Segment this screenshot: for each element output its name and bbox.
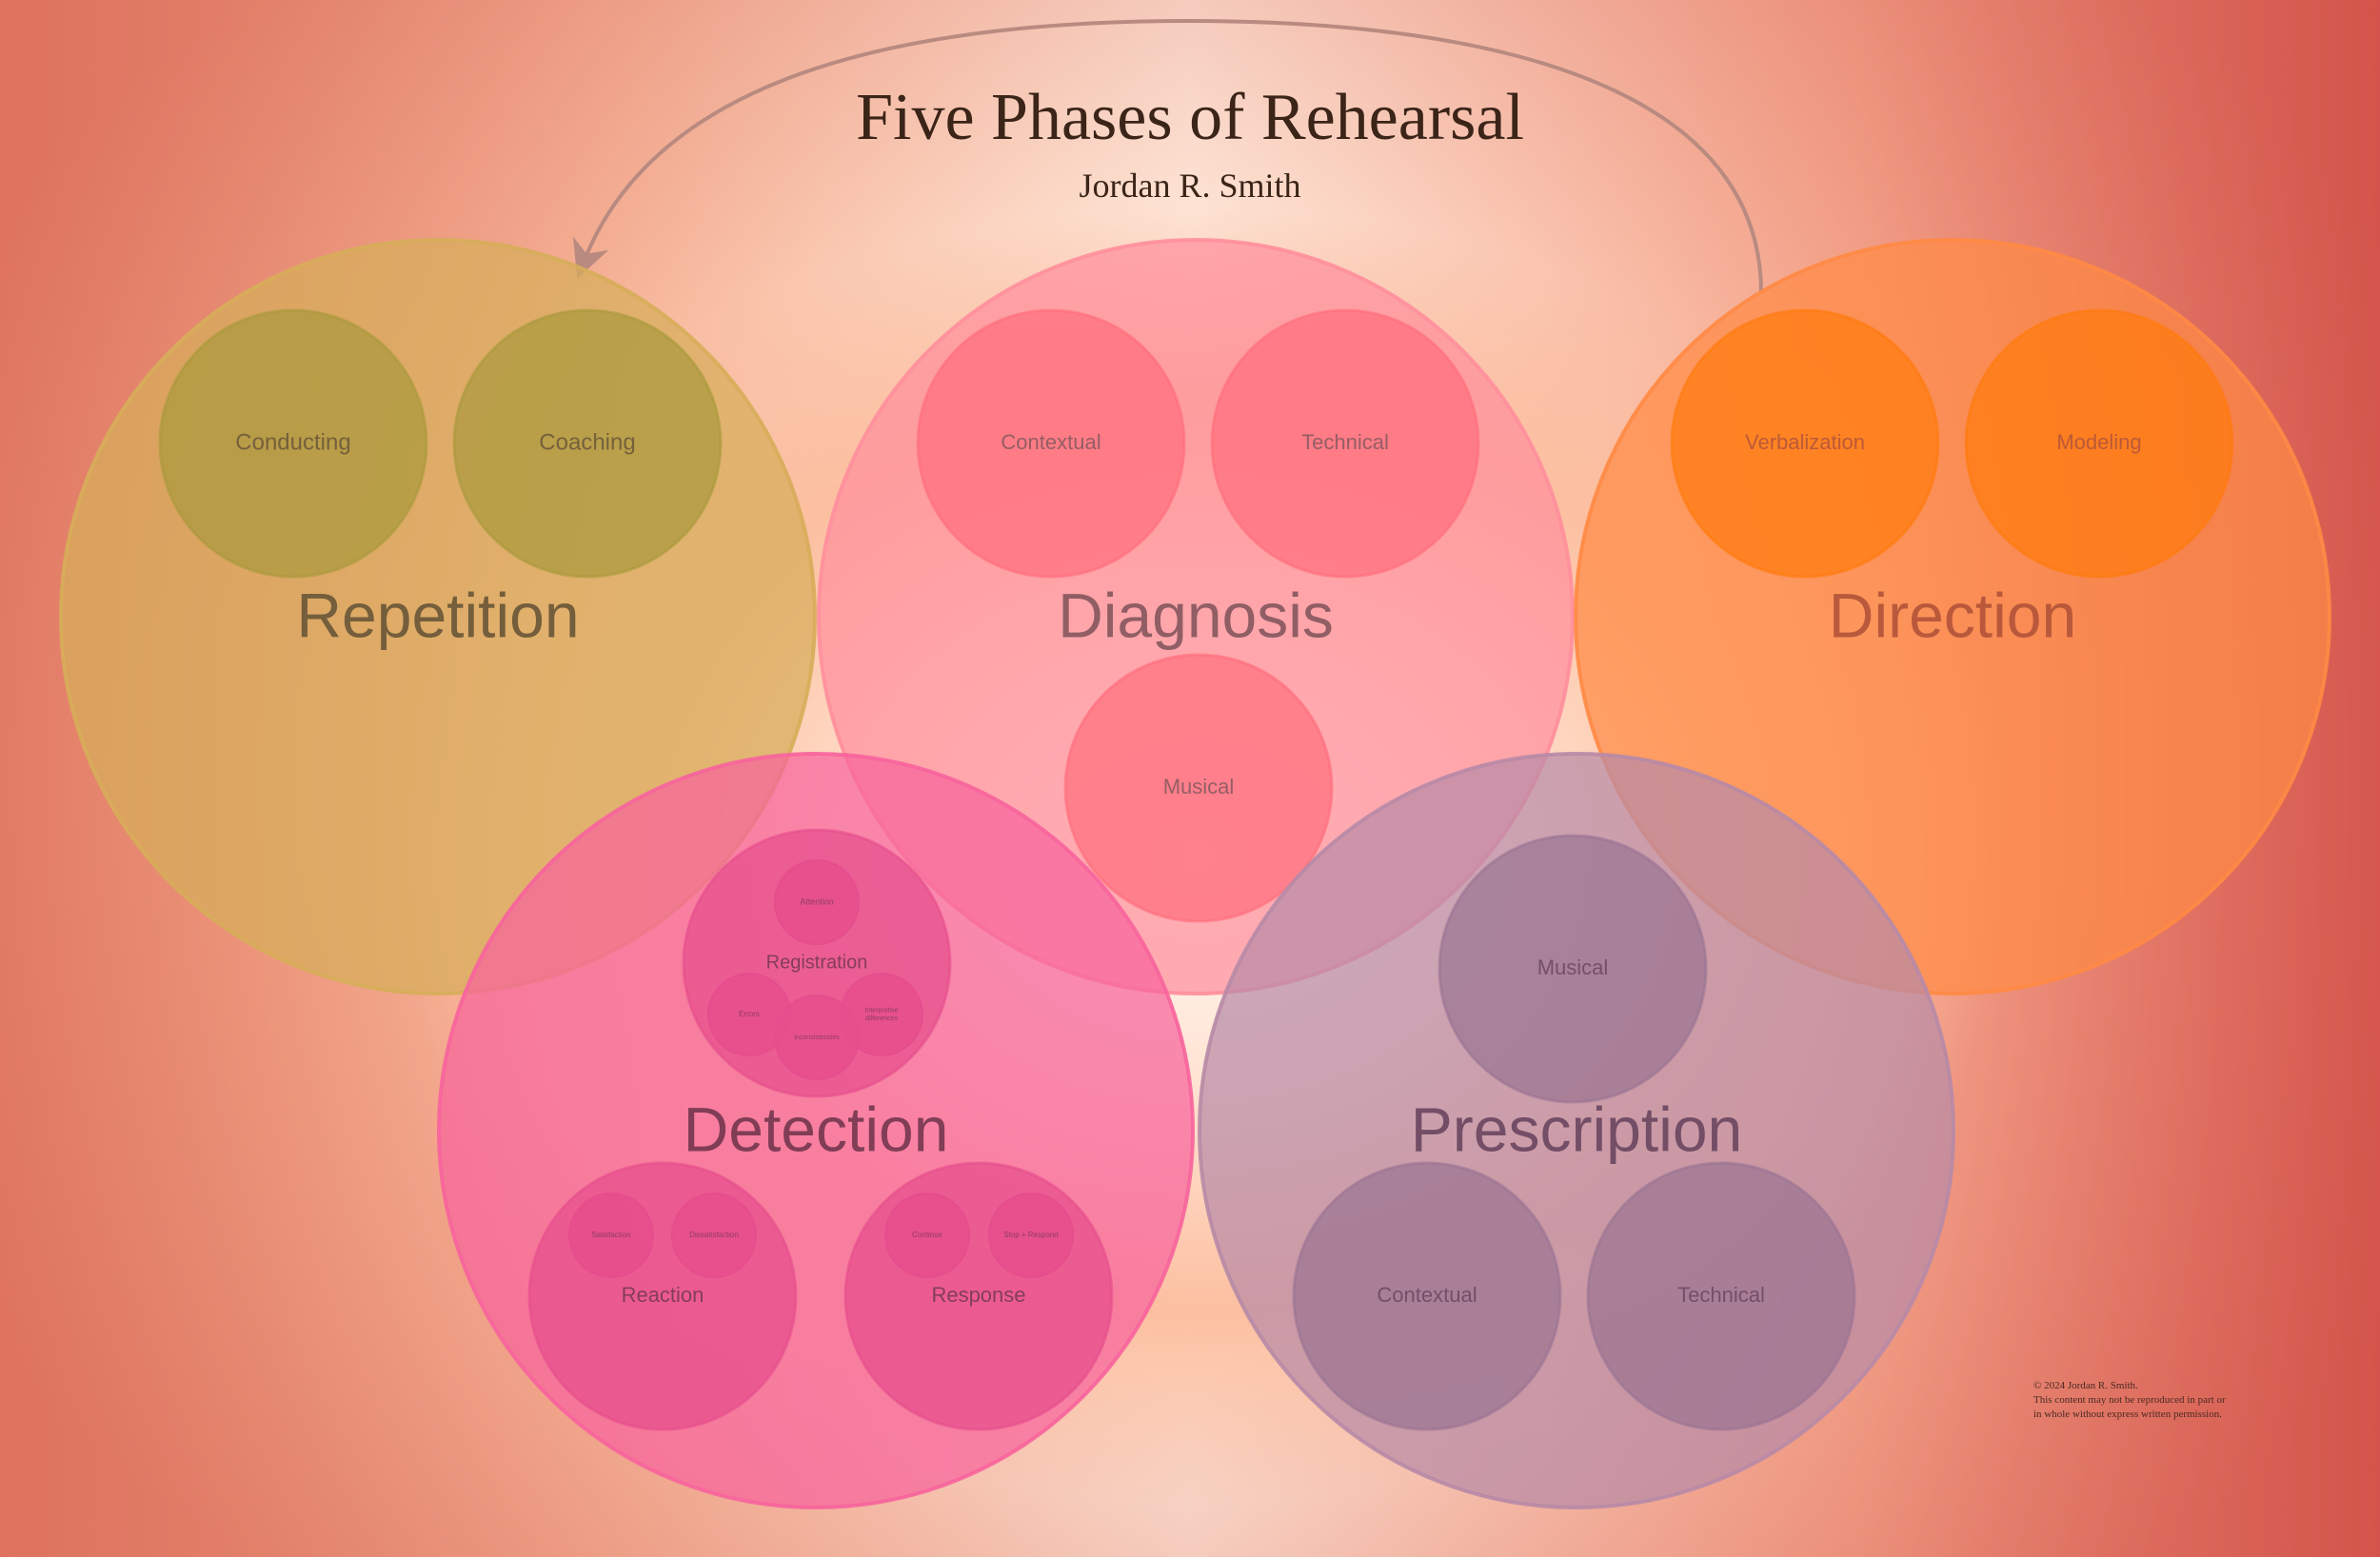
- nested-circle: [774, 859, 860, 945]
- phase-detection: Registration AttentionErrorsInconsistenci…: [437, 752, 1195, 1509]
- cycle-arrow: [572, 18, 1763, 294]
- sub-circle-label: Contextual: [1001, 430, 1101, 454]
- nested-circle: [671, 1192, 757, 1278]
- nested-circle: [568, 1192, 654, 1278]
- sub-circle-label: Conducting: [235, 429, 350, 455]
- phase-label-direction: Direction: [1829, 580, 2076, 650]
- page-title: Five Phases of Rehearsal: [856, 81, 1524, 154]
- sub-circle-contextual: [1292, 1161, 1562, 1431]
- phase-label-diagnosis: Diagnosis: [1058, 580, 1334, 650]
- sub-circle-label: Technical: [1677, 1283, 1765, 1307]
- sub-circle-modeling: [1964, 308, 2234, 579]
- sub-circle-label: Verbalization: [1745, 430, 1865, 454]
- nested-circle-label: Satisfaction: [591, 1231, 630, 1239]
- nested-circle-label: Inconsistencies: [794, 1035, 840, 1041]
- sub-circle-contextual: [916, 308, 1186, 579]
- sub-circle-label: Coaching: [539, 429, 635, 455]
- sub-circle-label: Technical: [1301, 430, 1389, 454]
- copyright-line: This content may not be reproduced in pa…: [2033, 1394, 2226, 1406]
- sub-circle-label: Musical: [1163, 775, 1235, 798]
- nested-circle-label: Continue: [912, 1231, 943, 1239]
- sub-circle-label: Musical: [1537, 956, 1609, 979]
- nested-circle-label: Interpretive: [864, 1008, 898, 1015]
- sub-circle-label: Modeling: [2056, 430, 2141, 454]
- sub-circle-label: Reaction: [622, 1283, 704, 1307]
- nested-circle: [988, 1192, 1074, 1278]
- sub-circle-technical: [1210, 308, 1480, 579]
- sub-circle-label: Registration: [766, 952, 868, 973]
- nested-circle: [840, 973, 923, 1056]
- sub-circle-musical: [1063, 653, 1334, 923]
- sub-circle-musical: [1438, 834, 1708, 1104]
- sub-circle-conducting: [158, 308, 428, 579]
- nested-circle-label: differences: [865, 1015, 899, 1022]
- copyright-line: © 2024 Jordan R. Smith.: [2033, 1380, 2138, 1391]
- copyright-line: in whole without express written permiss…: [2033, 1409, 2222, 1420]
- nested-circle: [884, 1192, 970, 1278]
- phase-label-repetition: Repetition: [296, 580, 579, 650]
- phase-label-detection: Detection: [684, 1094, 949, 1164]
- sub-circle-label: Response: [931, 1283, 1025, 1307]
- sub-circle-coaching: [452, 308, 723, 579]
- nested-circle-label: Dissatisfaction: [689, 1231, 739, 1239]
- phase-label-prescription: Prescription: [1411, 1094, 1742, 1164]
- nested-circle-label: Attention: [800, 897, 834, 906]
- nested-circle-label: Stop + Respond: [1003, 1231, 1059, 1239]
- author-name: Jordan R. Smith: [1079, 167, 1301, 205]
- sub-circle-label: Contextual: [1377, 1283, 1477, 1307]
- sub-circle-verbalization: [1670, 308, 1940, 579]
- nested-circle-label: Errors: [739, 1010, 760, 1018]
- sub-circle-technical: [1586, 1161, 1856, 1431]
- copyright-notice: © 2024 Jordan R. Smith. This content may…: [2033, 1379, 2281, 1422]
